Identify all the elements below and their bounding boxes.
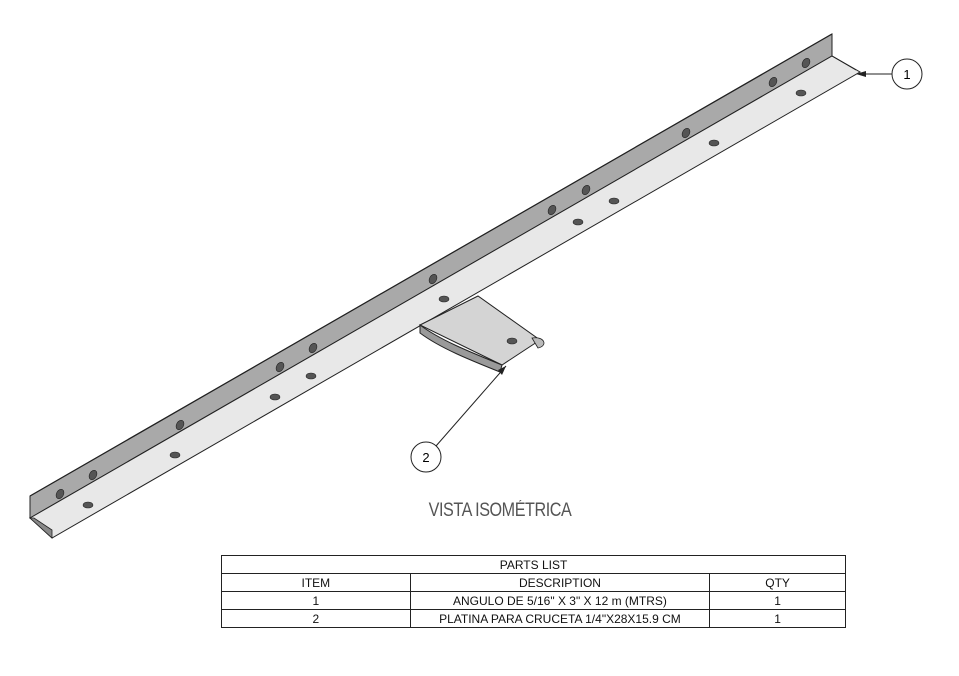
parts-list-table: PARTS LIST ITEM DESCRIPTION QTY 1 ANGULO… [221, 555, 846, 628]
balloon-1: 1 [856, 58, 923, 90]
view-title: VISTA ISOMÉTRICA [428, 500, 572, 521]
angle-inner-edge [831, 55, 857, 71]
balloon-2-label: 2 [422, 450, 429, 465]
cell-item: 2 [221, 609, 411, 628]
header-item: ITEM [221, 573, 411, 592]
horizontal-flange-holes [82, 89, 807, 509]
vertical-flange-holes [55, 58, 811, 499]
balloon-1-label: 1 [903, 67, 910, 82]
header-description: DESCRIPTION [409, 573, 711, 592]
cell-description: ANGULO DE 5/16" X 3" X 12 m (MTRS) [409, 591, 711, 610]
balloon-2: 2 [410, 365, 507, 473]
angle-top-edge [29, 33, 833, 497]
angle-end-face [28, 517, 53, 539]
cell-description: PLATINA PARA CRUCETA 1/4"X28X15.9 CM [409, 609, 711, 628]
table-row: 1 ANGULO DE 5/16" X 3" X 12 m (MTRS) 1 [221, 591, 846, 610]
cell-qty: 1 [709, 591, 846, 610]
parts-list-title: PARTS LIST [221, 555, 846, 574]
cell-item: 1 [221, 591, 411, 610]
table-row: 2 PLATINA PARA CRUCETA 1/4"X28X15.9 CM 1 [221, 609, 846, 628]
header-qty: QTY [709, 573, 846, 592]
cell-qty: 1 [709, 609, 846, 628]
